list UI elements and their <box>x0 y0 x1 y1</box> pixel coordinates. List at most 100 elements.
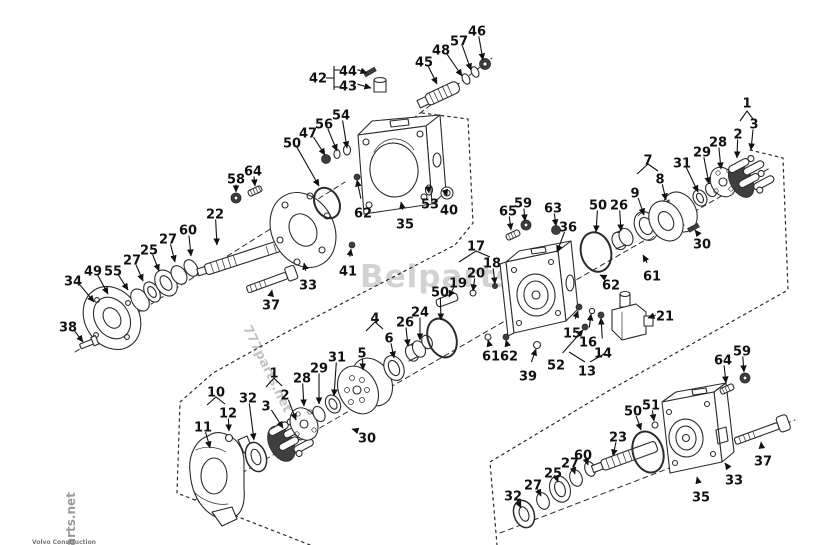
callout-56: 56 <box>315 118 333 133</box>
callout-27: 27 <box>524 479 542 494</box>
seal-48 <box>461 73 471 85</box>
seal-57 <box>470 66 480 78</box>
callout-leader-52 <box>562 329 584 354</box>
plug-40 <box>440 186 454 200</box>
callout-leader-41 <box>346 248 354 257</box>
callout-7: 7 <box>643 154 652 169</box>
callout-46: 46 <box>468 25 486 40</box>
callout-leader-27 <box>169 244 177 263</box>
nut-58-bore <box>233 195 239 201</box>
callout-24: 24 <box>411 306 429 321</box>
callout-leader-48 <box>446 53 463 77</box>
callout-3: 3 <box>749 118 758 133</box>
callout-59: 59 <box>514 197 532 212</box>
callout-17: 17 <box>467 240 485 255</box>
callout-62: 62 <box>354 207 372 222</box>
callout-33: 33 <box>299 279 317 294</box>
swash-housing <box>189 432 253 527</box>
callout-50: 50 <box>431 286 449 301</box>
bearing-stack <box>130 259 199 312</box>
callout-leader-3 <box>270 409 284 429</box>
callout-63: 63 <box>544 202 562 217</box>
callout-leader-56 <box>327 128 338 152</box>
callout-leader-16 <box>586 313 594 328</box>
callout-leader-45 <box>427 66 438 85</box>
callout-leader-27 <box>569 466 577 475</box>
callout-27: 27 <box>561 457 579 472</box>
callout-38: 38 <box>59 321 77 336</box>
callout-37: 37 <box>754 455 772 470</box>
callout-leader-61 <box>642 254 650 263</box>
callout-leader-61 <box>486 339 493 348</box>
callout-leader-30 <box>694 229 702 238</box>
callout-27: 27 <box>123 254 141 269</box>
callout-60: 60 <box>179 224 197 239</box>
spring-65 <box>505 229 521 241</box>
callout-2: 2 <box>280 389 289 404</box>
callout-leader-50 <box>437 297 445 321</box>
cylinder-barrel-middle <box>648 191 698 242</box>
callout-62: 62 <box>602 279 620 294</box>
spring-64 <box>247 185 263 197</box>
callout-leader-26 <box>404 327 411 347</box>
callout-3: 3 <box>261 400 270 415</box>
bearing-31-lower <box>324 394 342 414</box>
callout-leader-62 <box>504 339 511 348</box>
watermark-arts-net: arts.net <box>64 492 78 545</box>
callout-leader-8 <box>661 184 668 201</box>
callout-leader-32 <box>248 403 257 441</box>
callout-35: 35 <box>396 218 414 233</box>
pin-14 <box>597 311 605 319</box>
callout-57: 57 <box>450 35 468 50</box>
callout-9: 9 <box>630 187 639 202</box>
callout-leader-26 <box>617 210 624 232</box>
callout-19: 19 <box>449 277 467 292</box>
callout-23: 23 <box>609 431 627 446</box>
callout-32: 32 <box>239 392 257 407</box>
callout-21: 21 <box>656 310 674 325</box>
callout-leader-15 <box>572 310 579 320</box>
callout-12: 12 <box>219 407 237 422</box>
callout-61: 61 <box>482 350 500 365</box>
callout-45: 45 <box>415 56 433 71</box>
callout-leader-21 <box>647 312 656 319</box>
callout-leader-14 <box>598 317 605 339</box>
callout-leader-22 <box>213 219 220 246</box>
middle-pump-assembly <box>189 154 775 527</box>
callout-62: 62 <box>500 350 518 365</box>
callout-34: 34 <box>64 275 82 290</box>
callout-5: 5 <box>357 347 366 362</box>
callout-leader-25 <box>152 254 160 272</box>
spring-64b <box>719 383 735 395</box>
callout-39: 39 <box>519 370 537 385</box>
ring-29-lower <box>312 405 326 423</box>
callout-8: 8 <box>655 173 664 188</box>
o-ring-50-middle <box>579 231 613 273</box>
callout-leader-27 <box>135 264 144 282</box>
callout-leader-20 <box>470 278 478 292</box>
callout-leader-47 <box>312 136 326 156</box>
callout-leader-5 <box>359 358 367 371</box>
mounting-flange <box>269 192 337 268</box>
screw-41 <box>348 241 356 249</box>
callout-4: 4 <box>370 312 379 327</box>
callout-leader-53 <box>424 185 432 194</box>
callout-leader-11 <box>205 431 212 449</box>
callout-leader-65 <box>506 216 514 231</box>
callout-leader-44 <box>357 67 368 74</box>
bearing-6 <box>383 355 405 381</box>
callout-leader-59 <box>740 356 747 373</box>
callout-14: 14 <box>594 347 612 362</box>
callout-50: 50 <box>283 137 301 152</box>
callout-leader-39 <box>530 348 537 363</box>
washer-51 <box>651 421 659 429</box>
callout-leader-28 <box>717 147 724 170</box>
callout-leader-34 <box>78 283 95 303</box>
pin-44 <box>363 66 377 78</box>
callout-leader-50 <box>296 146 320 187</box>
callout-13: 13 <box>578 365 596 380</box>
callout-36: 36 <box>559 221 577 236</box>
screw-62a <box>353 173 361 181</box>
